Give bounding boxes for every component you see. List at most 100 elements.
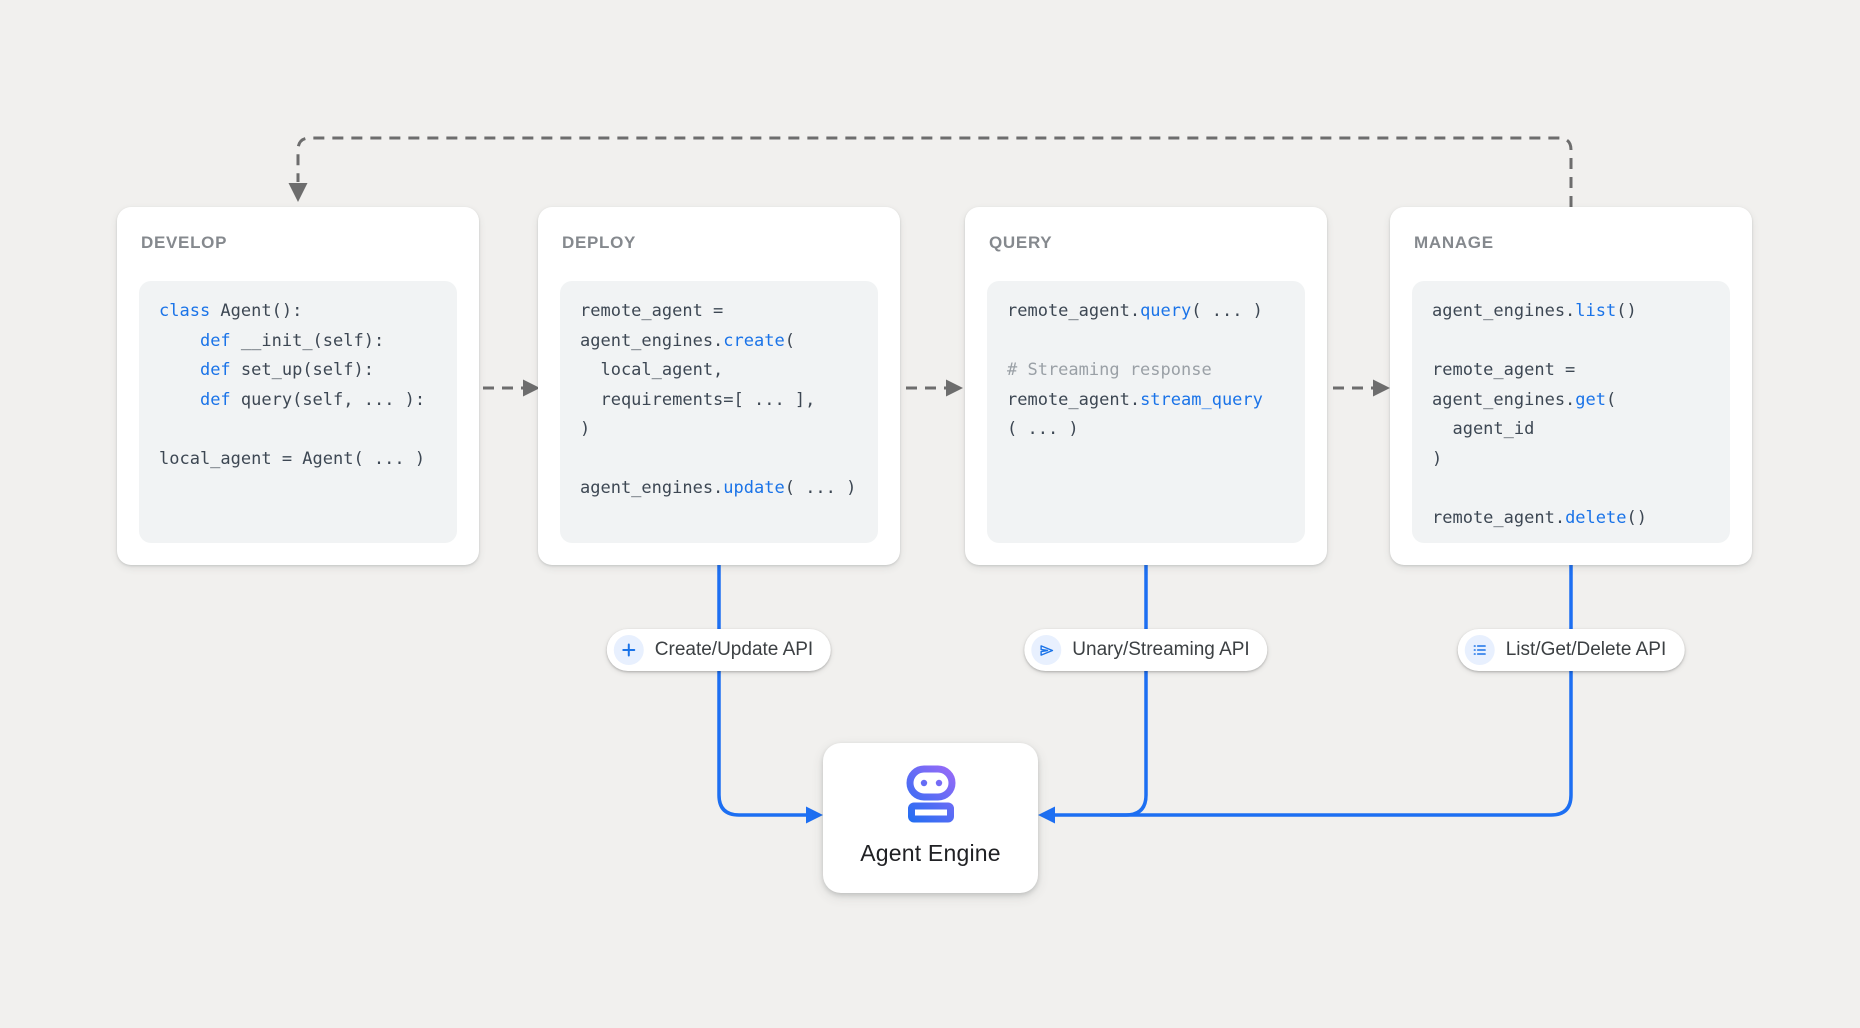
card-deploy: DEPLOY remote_agent =agent_engines.creat… <box>538 207 900 565</box>
code-text: __init_(self): <box>230 330 385 351</box>
code-line: agent_id <box>1432 415 1730 445</box>
code-line: remote_agent = <box>1432 356 1730 386</box>
code-keyword: query <box>1140 301 1192 321</box>
code-keyword: create <box>723 330 785 351</box>
code-text: remote_agent. <box>1432 507 1566 528</box>
card-manage: MANAGE agent_engines.list() remote_agent… <box>1390 207 1752 565</box>
code-text: remote_agent. <box>1007 301 1141 321</box>
code-text: remote_agent = <box>580 301 724 321</box>
code-line <box>1432 474 1730 504</box>
deploy-to-engine-line <box>717 564 806 817</box>
code-text: agent_engines. <box>1432 301 1576 321</box>
flow-arrowhead-2 <box>946 379 963 397</box>
card-query: QUERY remote_agent.query( ... ) # Stream… <box>965 207 1327 565</box>
code-text: ( ... ) <box>1007 419 1079 439</box>
code-line: # Streaming response <box>1007 356 1305 386</box>
code-text: ( <box>784 330 795 351</box>
code-line <box>1432 327 1730 357</box>
code-keyword: list <box>1575 301 1617 321</box>
code-text: remote_agent. <box>1007 389 1141 410</box>
code-text: Agent(): <box>210 301 303 321</box>
engine-arrowhead-left <box>806 806 823 824</box>
engine-arrowhead-right <box>1038 806 1055 824</box>
code-keyword: def <box>199 330 231 351</box>
code-block-deploy: remote_agent =agent_engines.create( loca… <box>560 281 878 543</box>
code-line: ) <box>580 415 878 445</box>
code-text: requirements=[ ... ], <box>580 389 816 410</box>
code-text: query(self, ... ): <box>230 389 426 410</box>
code-text: ) <box>1432 448 1443 469</box>
code-line: ) <box>1432 445 1730 475</box>
card-title-deploy: DEPLOY <box>562 233 637 252</box>
code-line: remote_agent.stream_query <box>1007 386 1305 416</box>
code-text <box>159 360 200 380</box>
code-line: ( ... ) <box>1007 415 1305 445</box>
code-text: () <box>1616 301 1637 321</box>
code-line: agent_engines.list() <box>1432 297 1730 327</box>
code-keyword: class <box>159 301 211 321</box>
list-icon <box>1464 635 1495 665</box>
code-line: def set_up(self): <box>159 356 457 386</box>
code-line: local_agent, <box>580 356 878 386</box>
code-text: ( ... ) <box>1191 301 1263 321</box>
code-text <box>159 331 200 351</box>
code-block-develop: class Agent(): def __init_(self): def se… <box>139 281 457 543</box>
code-text: agent_engines. <box>580 478 724 498</box>
code-keyword: def <box>199 360 231 380</box>
code-block-manage: agent_engines.list() remote_agent =agent… <box>1412 281 1730 543</box>
code-text: ) <box>580 419 591 439</box>
card-title-develop: DEVELOP <box>141 233 228 252</box>
agent-engine-label: Agent Engine <box>860 840 1001 866</box>
code-text: local_agent, <box>580 360 724 380</box>
badge-label: Create/Update API <box>654 639 814 660</box>
code-line: local_agent = Agent( ... ) <box>159 445 457 475</box>
code-line <box>1007 327 1305 357</box>
code-line: agent_engines.get( <box>1432 386 1730 416</box>
code-text: agent_id <box>1432 419 1535 439</box>
agent-engine-node: Agent Engine <box>823 743 1038 893</box>
badge-unary-streaming-api: Unary/Streaming API <box>1024 629 1268 671</box>
code-line: def __init_(self): <box>159 327 457 357</box>
manage-to-engine-line <box>1055 564 1573 817</box>
badge-list-get-delete-api: List/Get/Delete API <box>1457 629 1685 671</box>
code-line: requirements=[ ... ], <box>580 386 878 416</box>
code-keyword: update <box>723 478 785 498</box>
code-text: ( <box>1606 389 1617 410</box>
loop-connector <box>296 136 1573 207</box>
code-text: local_agent = Agent( ... ) <box>159 448 426 469</box>
code-text: agent_engines. <box>580 330 724 351</box>
card-title-query: QUERY <box>989 233 1053 252</box>
code-block-query: remote_agent.query( ... ) # Streaming re… <box>987 281 1305 543</box>
badge-label: Unary/Streaming API <box>1072 639 1250 660</box>
code-line: class Agent(): <box>159 297 457 327</box>
code-text: set_up(self): <box>230 360 374 380</box>
code-line: agent_engines.update( ... ) <box>580 474 878 504</box>
code-text: ( ... ) <box>784 478 857 498</box>
code-keyword: delete <box>1565 507 1627 528</box>
code-text: () <box>1626 507 1647 528</box>
code-text: remote_agent = <box>1432 360 1576 380</box>
code-keyword: get <box>1575 389 1607 410</box>
code-line: remote_agent.query( ... ) <box>1007 297 1305 327</box>
loop-arrowhead-down <box>288 183 308 202</box>
card-develop: DEVELOP class Agent(): def __init_(self)… <box>117 207 479 565</box>
flow-arrowhead-1 <box>523 379 540 397</box>
code-line <box>159 415 457 445</box>
code-comment: # Streaming response <box>1007 360 1212 380</box>
code-keyword: stream_query <box>1140 389 1263 410</box>
plus-icon <box>613 635 644 665</box>
code-keyword: def <box>199 389 231 410</box>
card-title-manage: MANAGE <box>1414 233 1494 252</box>
code-line: remote_agent.delete() <box>1432 504 1730 534</box>
code-line: remote_agent = <box>580 297 878 327</box>
badge-create-update-api: Create/Update API <box>606 629 832 671</box>
badge-label: List/Get/Delete API <box>1505 639 1667 660</box>
query-to-engine-line <box>1110 564 1148 817</box>
code-line: def query(self, ... ): <box>159 386 457 416</box>
send-icon <box>1031 635 1062 665</box>
code-text: agent_engines. <box>1432 389 1576 410</box>
code-line <box>580 445 878 475</box>
code-line: agent_engines.create( <box>580 327 878 357</box>
